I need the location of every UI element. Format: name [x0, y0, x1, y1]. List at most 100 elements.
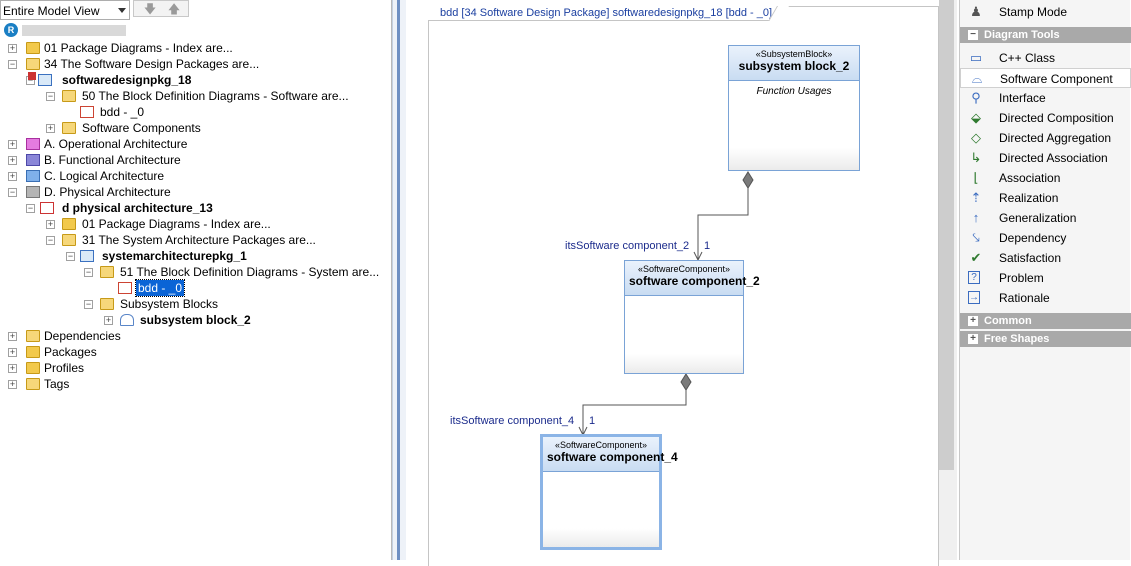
collapse-icon[interactable]: −: [84, 267, 93, 277]
section-diagram-tools[interactable]: − Diagram Tools: [960, 27, 1131, 43]
tree-item-label: 31 The System Architecture Packages are.…: [82, 233, 316, 247]
open-folder-icon: [62, 90, 76, 102]
software-component-block[interactable]: «SoftwareComponent» software component_2: [624, 260, 760, 374]
package-icon: [80, 250, 94, 262]
directed-aggregation-icon: ◇: [971, 130, 981, 145]
scrollbar-thumb[interactable]: [939, 0, 954, 470]
tool-realization[interactable]: ⇡ Realization: [960, 188, 1131, 208]
expand-icon[interactable]: +: [104, 315, 113, 325]
functional-folder-icon: [26, 154, 40, 166]
tree-item[interactable]: + Packages: [8, 344, 208, 360]
expand-icon[interactable]: +: [8, 331, 17, 341]
collapse-icon[interactable]: −: [84, 299, 93, 309]
tree-item[interactable]: − 51 The Block Definition Diagrams - Sys…: [84, 264, 384, 280]
model-browser: Entire Model View 🡇 🡅 R + 01 Package Dia…: [0, 0, 392, 560]
collapse-icon[interactable]: −: [8, 187, 17, 197]
tree-item[interactable]: − systemarchitecturepkg_1: [66, 248, 366, 264]
operational-folder-icon: [26, 138, 40, 150]
open-folder-icon: [100, 298, 114, 310]
tree-item[interactable]: bdd - _0: [80, 104, 280, 120]
package-icon: [40, 202, 54, 214]
connector-line: [697, 188, 749, 259]
tree-item[interactable]: + subsystem block_2: [104, 312, 304, 328]
package-marker-icon: [28, 72, 36, 80]
bdd-diagram-icon: [80, 106, 94, 118]
tree-item[interactable]: + Profiles: [8, 360, 208, 376]
tree-item-selected[interactable]: bdd - _0: [118, 279, 238, 297]
section-common[interactable]: + Common: [960, 313, 1131, 329]
composition-connector-1[interactable]: [693, 171, 754, 262]
collapse-icon[interactable]: −: [66, 251, 75, 261]
tool-directed-association[interactable]: ↳ Directed Association: [960, 148, 1131, 168]
tree-item[interactable]: − D. Physical Architecture: [8, 184, 308, 200]
block-name: software component_2: [629, 274, 760, 288]
expand-icon: +: [968, 316, 978, 326]
role-label[interactable]: itsSoftware component_2: [565, 240, 690, 252]
expand-icon[interactable]: +: [8, 379, 17, 389]
expand-icon[interactable]: +: [46, 219, 55, 229]
tool-problem[interactable]: ? Problem: [960, 268, 1131, 288]
problem-icon: ?: [968, 271, 980, 284]
tree-item[interactable]: − d physical architecture_13: [26, 200, 326, 216]
tool-interface[interactable]: ⚲ Interface: [960, 88, 1131, 108]
tool-association[interactable]: ⌊ Association: [960, 168, 1131, 188]
collapse-icon: −: [968, 30, 978, 40]
collapse-icon[interactable]: −: [26, 203, 35, 213]
expand-icon[interactable]: +: [8, 155, 17, 165]
tool-directed-aggregation[interactable]: ◇ Directed Aggregation: [960, 128, 1131, 148]
tree-item[interactable]: − 50 The Block Definition Diagrams - Sof…: [46, 88, 386, 104]
subsystem-block[interactable]: «SubsystemBlock» subsystem block_2 Funct…: [728, 45, 860, 171]
tree-item-label: softwaredesignpkg_18: [62, 73, 192, 87]
tool-rationale[interactable]: → Rationale: [960, 288, 1131, 308]
realization-icon: ⇡: [970, 190, 982, 205]
tool-cpp-class[interactable]: ▭ C++ Class: [960, 48, 1131, 68]
role-label[interactable]: itsSoftware component_4: [450, 415, 575, 427]
tree-item-label: Tags: [44, 377, 70, 391]
collapse-icon[interactable]: −: [46, 235, 55, 245]
stereotype-label: «SoftwareComponent»: [554, 440, 648, 450]
expand-icon[interactable]: +: [8, 347, 17, 357]
tree-item[interactable]: + B. Functional Architecture: [8, 152, 308, 168]
tool-satisfaction[interactable]: ✔ Satisfaction: [960, 248, 1131, 268]
block-header: «SoftwareComponent» software component_2: [625, 261, 760, 296]
tree-item[interactable]: − softwaredesignpkg_18: [26, 72, 386, 88]
expand-icon[interactable]: +: [46, 123, 55, 133]
directed-association-icon: ↳: [970, 150, 982, 165]
tree-item[interactable]: + Software Components: [46, 120, 346, 136]
section-free-shapes[interactable]: + Free Shapes: [960, 331, 1131, 347]
tool-generalization[interactable]: ↑ Generalization: [960, 208, 1131, 228]
collapse-icon[interactable]: −: [46, 91, 55, 101]
tree-item[interactable]: + C. Logical Architecture: [8, 168, 308, 184]
move-up-button[interactable]: 🡅: [167, 2, 181, 16]
expand-icon[interactable]: +: [8, 171, 17, 181]
software-component-block-selected[interactable]: «SoftwareComponent» software component_4: [540, 434, 678, 550]
expand-icon[interactable]: +: [8, 363, 17, 373]
stamp-mode-button[interactable]: ♟ Stamp Mode: [960, 2, 1131, 22]
open-folder-icon: [100, 266, 114, 278]
composition-diamond: [742, 171, 754, 189]
tree-item[interactable]: + Dependencies: [8, 328, 208, 344]
collapse-icon[interactable]: −: [8, 59, 17, 69]
subsystem-block-icon: [120, 314, 134, 326]
tree-item[interactable]: + 01 Package Diagrams - Index are...: [46, 216, 346, 232]
tree-item[interactable]: + 01 Package Diagrams - Index are...: [8, 40, 388, 56]
tool-software-component[interactable]: ⌓ Software Component: [960, 68, 1131, 88]
tree-item[interactable]: − 34 The Software Design Packages are...: [8, 56, 388, 72]
expand-icon[interactable]: +: [8, 139, 17, 149]
composition-connector-2[interactable]: [578, 373, 692, 437]
tool-dependency[interactable]: ⤥ Dependency: [960, 228, 1131, 248]
tool-directed-composition[interactable]: ⬙ Directed Composition: [960, 108, 1131, 128]
multiplicity-label[interactable]: 1: [704, 240, 711, 252]
tree-item[interactable]: − 31 The System Architecture Packages ar…: [46, 232, 366, 248]
physical-folder-icon: [26, 186, 40, 198]
tree-root[interactable]: R: [0, 21, 160, 39]
move-down-button[interactable]: 🡇: [143, 2, 157, 16]
tree-item[interactable]: + Tags: [8, 376, 208, 392]
multiplicity-label[interactable]: 1: [589, 415, 596, 427]
browser-view-dropdown[interactable]: Entire Model View: [0, 0, 130, 20]
expand-icon[interactable]: +: [8, 43, 17, 53]
tree-item-label: 01 Package Diagrams - Index are...: [82, 217, 271, 231]
tree-item[interactable]: − Subsystem Blocks: [84, 296, 284, 312]
tree-item[interactable]: + A. Operational Architecture: [8, 136, 308, 152]
